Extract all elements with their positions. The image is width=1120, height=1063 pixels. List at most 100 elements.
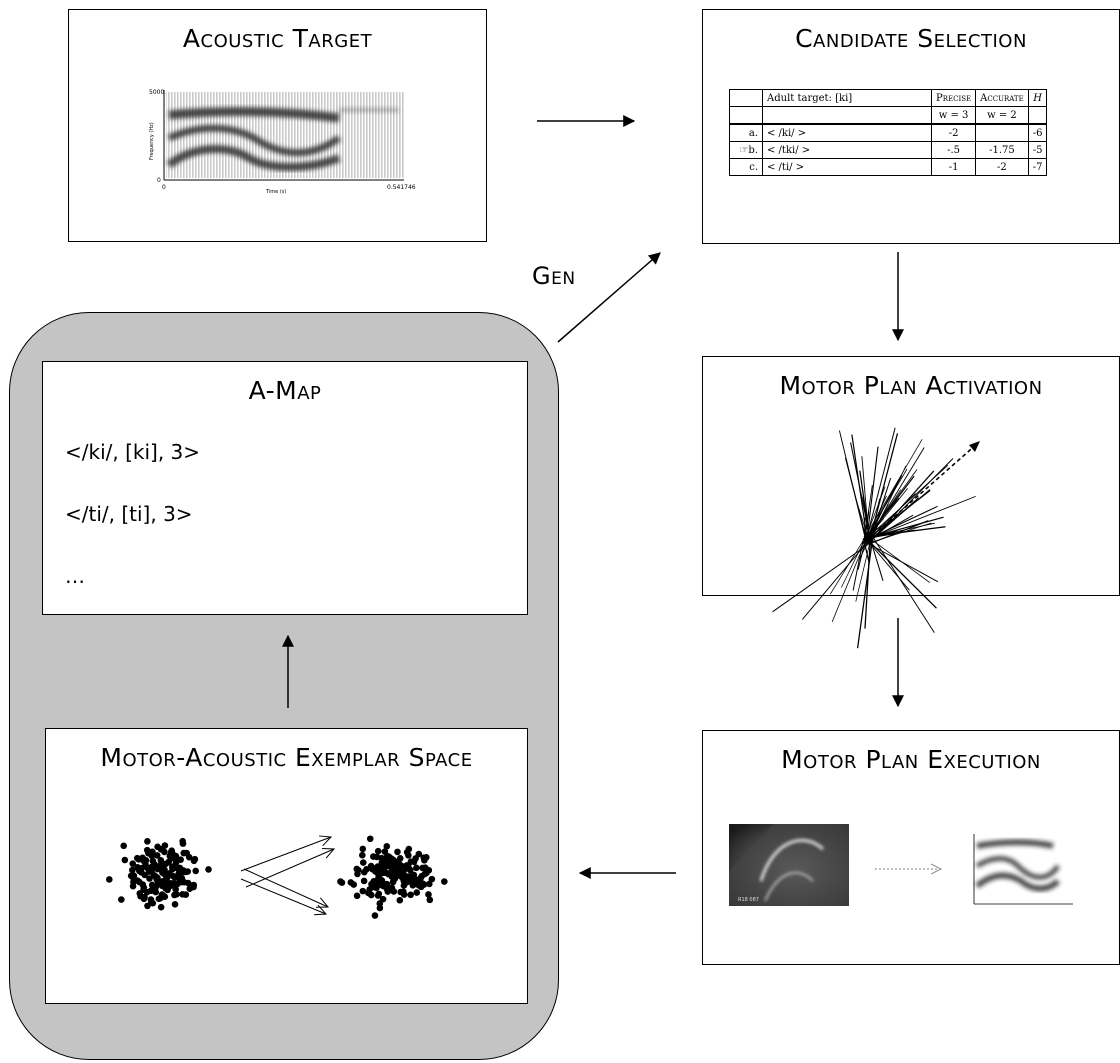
burst-line — [866, 518, 884, 539]
vector-burst — [772, 427, 980, 649]
burst-line — [862, 497, 900, 541]
tableau-row: c. < /ti/ > -1 -2 -7 — [729, 158, 1048, 176]
exemplar-dot — [146, 875, 153, 882]
exemplar-shift-line — [240, 836, 332, 872]
burst-line — [772, 541, 872, 613]
exemplar-dot — [161, 893, 169, 900]
exemplar-dot — [426, 896, 434, 904]
burst-line — [863, 439, 923, 540]
spectrogram: 5000 0 Frequency (Hz) 0 0.541746 Time (s… — [149, 89, 416, 195]
tableau-row: ☞b. < /tki/ > -.5 -1.75 -5 — [729, 141, 1048, 159]
exemplar-dot — [371, 868, 379, 875]
exemplar-dot — [166, 870, 173, 877]
exemplar-dot — [366, 835, 374, 843]
acoustic-target-title: Acoustic Target — [182, 24, 373, 53]
exemplar-dot — [135, 867, 143, 875]
exemplar-dot — [374, 847, 382, 855]
burst-line — [863, 541, 870, 564]
exemplar-dot — [423, 869, 430, 877]
exemplar-dot — [147, 896, 155, 903]
tableau-weights-row: w = 3 w = 2 — [729, 106, 1048, 125]
exemplar-dot — [175, 870, 183, 878]
exemplar-dot — [369, 883, 376, 891]
tableau-header-row: Adult target: [ki] Precise Accurate H — [729, 89, 1048, 107]
exemplar-dot — [375, 881, 383, 889]
exemplar-dot — [129, 860, 137, 868]
exemplar-dot — [383, 880, 391, 888]
exemplar-dot — [143, 846, 151, 854]
tableau-header-h: H — [1027, 89, 1048, 107]
burst-line — [871, 543, 937, 609]
exemplar-dot — [172, 885, 179, 893]
exemplar-dot — [413, 864, 420, 872]
exemplar-dot — [394, 848, 401, 856]
exemplar-dot — [149, 866, 156, 873]
motor-plan-activation-title: Motor Plan Activation — [779, 371, 1043, 400]
exemplar-dot — [190, 881, 198, 889]
exemplar-dot — [353, 892, 361, 900]
exemplar-shift-arrowhead — [313, 904, 328, 916]
exemplar-dot — [397, 888, 404, 896]
exemplar-dot — [392, 867, 399, 874]
exemplar-dot — [395, 860, 402, 867]
exemplar-dot — [441, 878, 448, 885]
exemplar-dot — [173, 891, 180, 898]
exemplar-dot — [169, 854, 176, 862]
exemplar-scatter — [105, 835, 448, 919]
exemplar-dot — [130, 872, 138, 879]
exemplar-shift-line — [240, 878, 327, 915]
burst-line — [831, 541, 866, 622]
exemplar-dot — [144, 838, 151, 845]
exemplar-dot — [360, 877, 368, 885]
exemplar-dot — [418, 872, 426, 880]
tableau-row: a. < /ki/ > -2 -6 — [729, 123, 1048, 142]
burst-line — [865, 427, 896, 540]
exemplar-dot — [377, 869, 385, 877]
exemplar-shift-arrowhead — [319, 835, 333, 847]
exemplar-dot — [154, 843, 161, 851]
tableau-row-accurate: -2 — [975, 158, 1029, 176]
burst-line — [872, 536, 935, 633]
burst-line — [868, 505, 938, 540]
a-map-title: A-Map — [248, 376, 322, 405]
exemplar-dot — [148, 881, 156, 889]
exemplar-dot — [120, 842, 128, 850]
exemplar-dot — [171, 901, 179, 908]
exemplar-shift-arrowhead — [315, 897, 330, 908]
exemplar-dot — [379, 895, 387, 903]
ultrasound-caption: R18 087 — [738, 897, 759, 903]
a-map-entry: </ti/, [ti], 3> — [65, 502, 193, 526]
exemplar-dot — [354, 866, 362, 874]
exemplar-dot — [121, 856, 129, 864]
burst-line — [866, 468, 908, 537]
burst-line — [855, 542, 871, 602]
ot-tableau: Adult target: [ki] Precise Accurate H w … — [729, 89, 1048, 176]
spectrogram-x-label: Time (s) — [265, 189, 286, 195]
spectrogram-y-top: 5000 — [149, 89, 164, 96]
exemplar-dot — [105, 876, 113, 883]
exemplar-dot — [129, 866, 136, 874]
exemplar-dot — [415, 882, 423, 889]
exemplar-dot — [419, 864, 426, 872]
exemplar-dot — [168, 863, 176, 870]
burst-line — [830, 540, 864, 595]
burst-line — [856, 538, 874, 649]
motor-plan-activation-box: Motor Plan Activation — [702, 356, 1120, 649]
exemplar-dot — [134, 877, 141, 884]
exemplar-dot — [184, 879, 192, 887]
exemplar-dot — [152, 872, 159, 880]
burst-line — [869, 520, 929, 545]
exemplar-dot — [140, 884, 148, 891]
exemplar-dot — [420, 881, 428, 888]
exemplar-dot — [383, 843, 391, 850]
exemplar-dot — [389, 878, 397, 886]
burst-line — [864, 538, 872, 629]
exemplar-shift-line — [245, 848, 335, 888]
spectrogram-y-label: Frequency (Hz) — [149, 122, 155, 160]
exemplar-dot — [157, 861, 165, 869]
exemplar-dot — [359, 887, 367, 895]
tableau-row-h: -7 — [1027, 158, 1048, 176]
exemplar-dot — [149, 848, 156, 856]
exemplar-dot — [176, 864, 184, 872]
